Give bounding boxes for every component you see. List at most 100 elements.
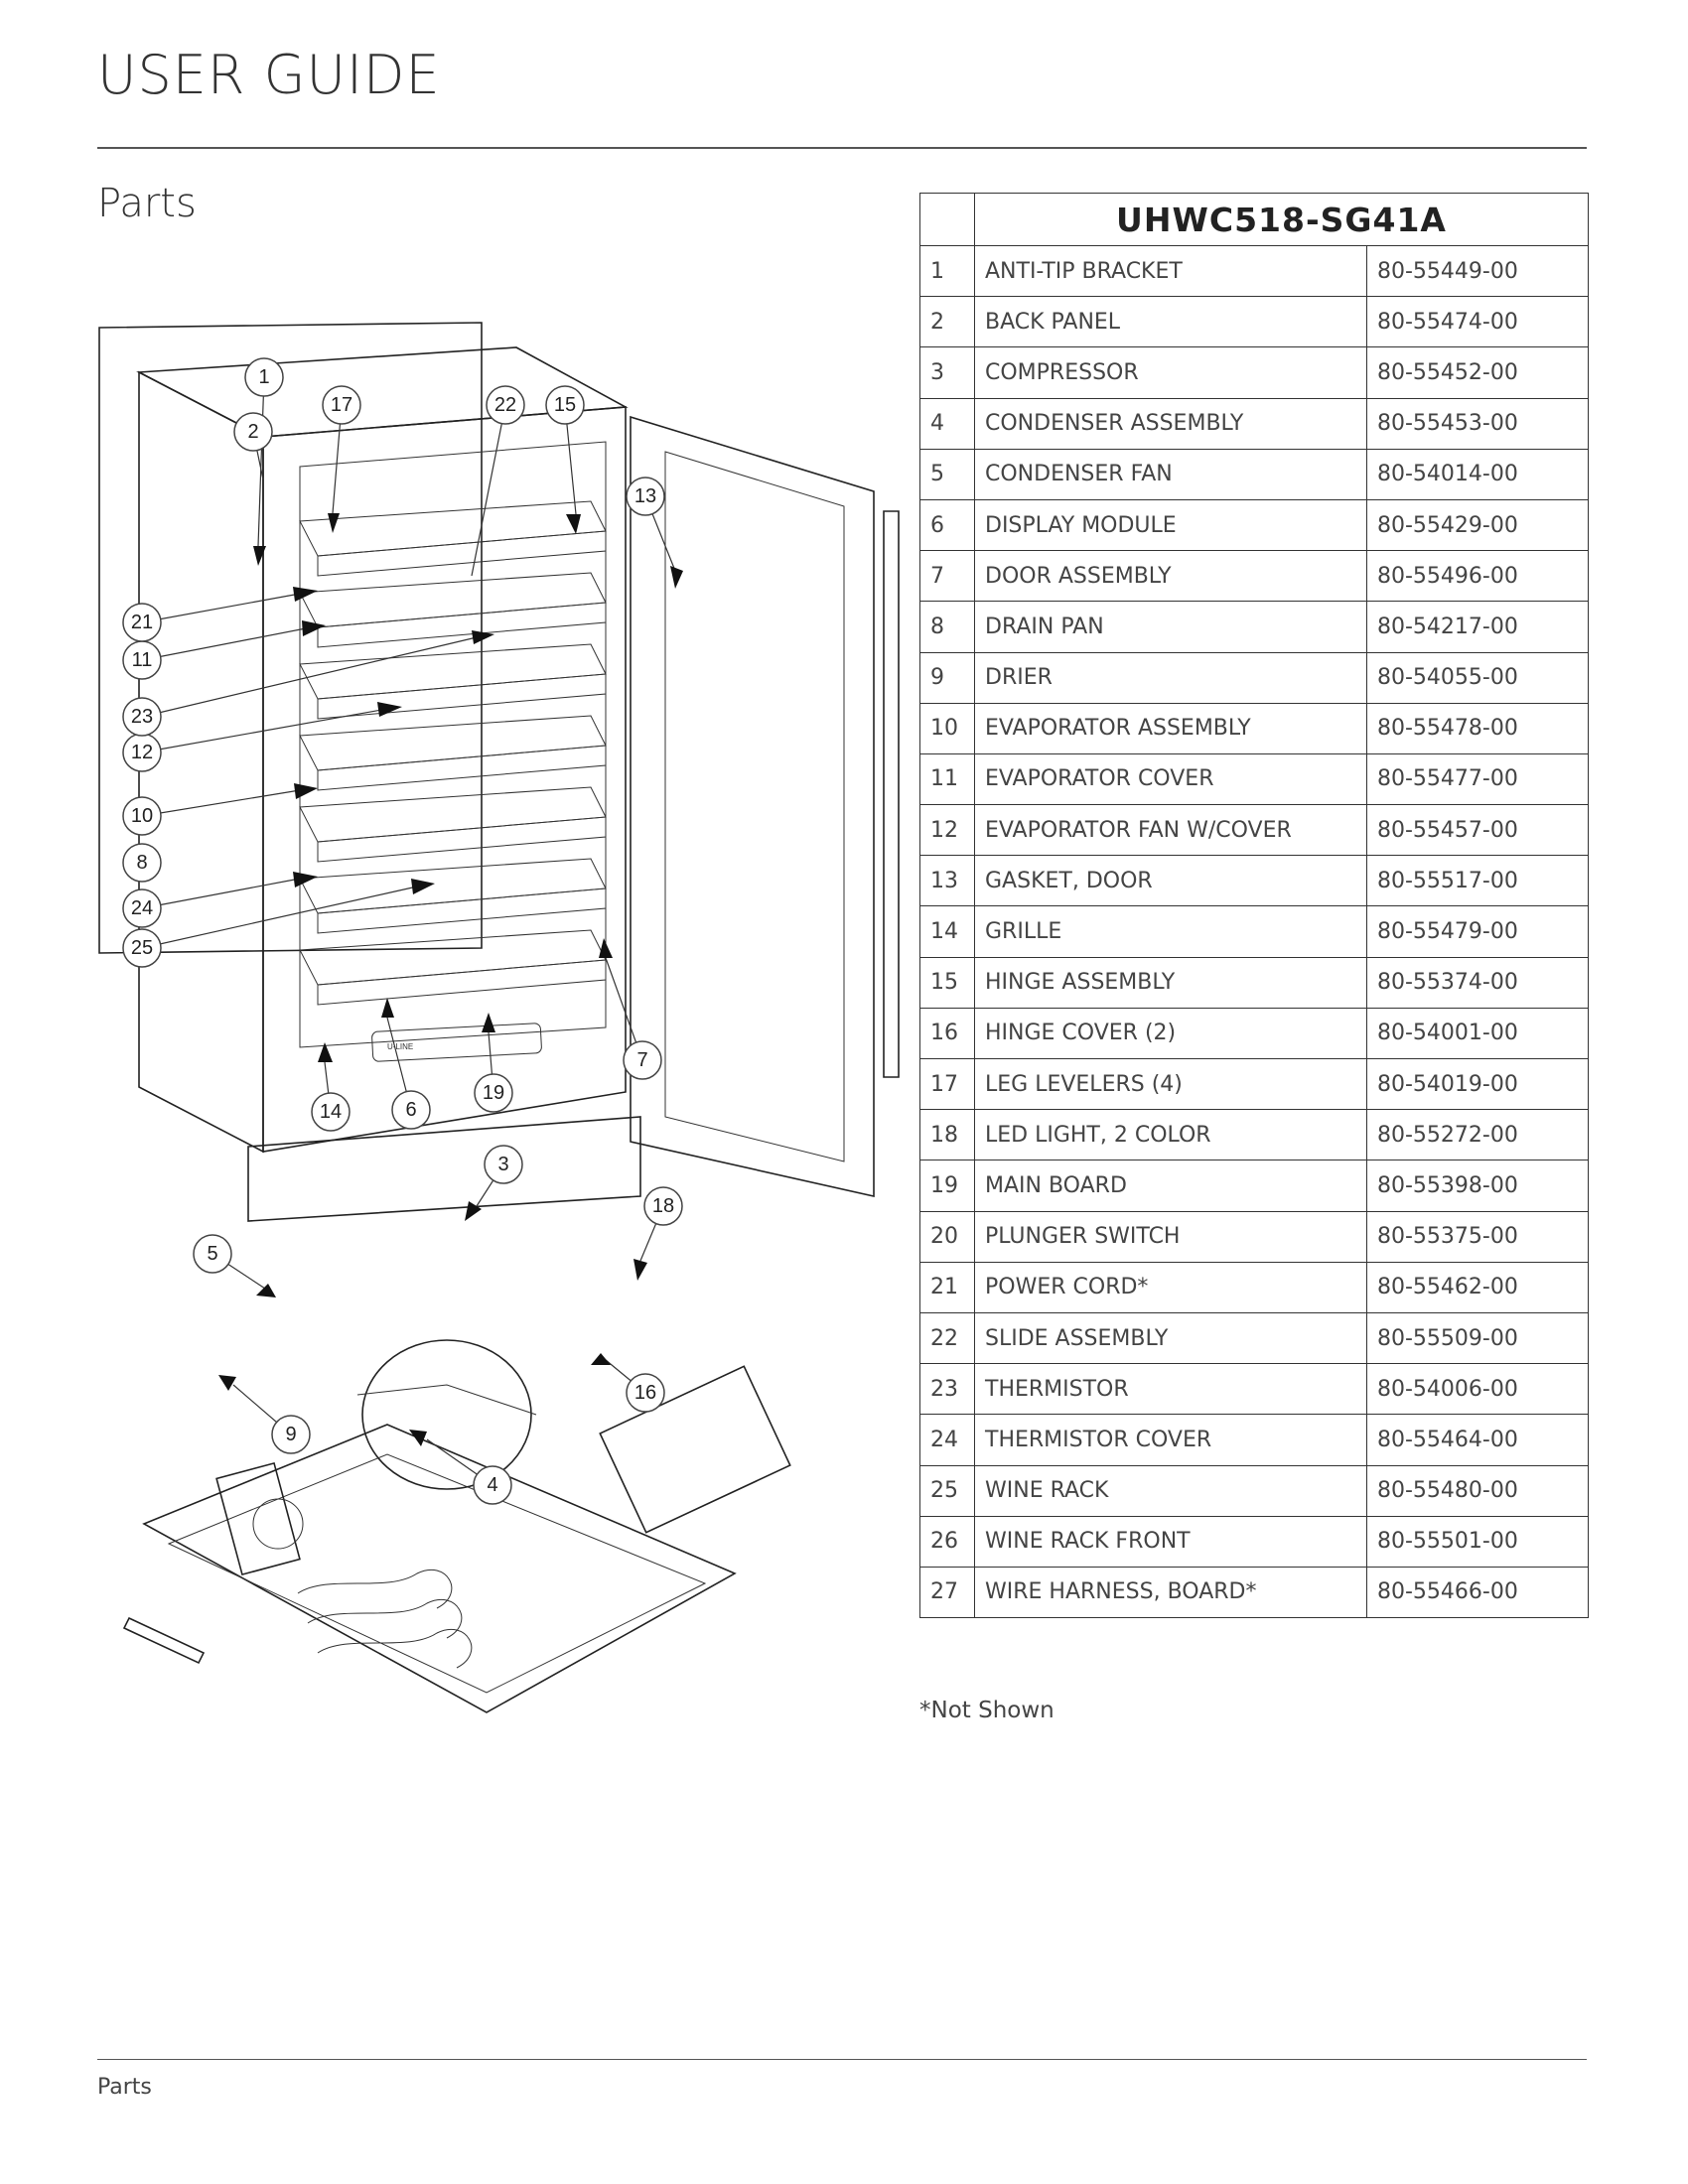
- callout-23: 23: [131, 706, 153, 728]
- section-title: Parts: [97, 181, 197, 226]
- part-number: 6: [919, 498, 975, 552]
- callout-12: 12: [131, 742, 153, 763]
- part-name: DRIER: [974, 651, 1367, 704]
- part-code: 80-55501-00: [1366, 1515, 1589, 1568]
- part-number: 21: [919, 1261, 975, 1313]
- part-number: 22: [919, 1311, 975, 1365]
- callout-6: 6: [405, 1099, 416, 1121]
- part-code: 80-55457-00: [1366, 804, 1589, 857]
- part-name: ANTI-TIP BRACKET: [974, 244, 1367, 298]
- part-code: 80-55509-00: [1366, 1311, 1589, 1365]
- part-number: 11: [919, 752, 975, 806]
- part-code: 80-55272-00: [1366, 1109, 1589, 1161]
- callout-25: 25: [131, 937, 153, 959]
- table-header-blank: [919, 193, 975, 246]
- callout-16: 16: [634, 1382, 656, 1404]
- part-name: LED LIGHT, 2 COLOR: [974, 1109, 1367, 1161]
- part-code: 80-55477-00: [1366, 752, 1589, 806]
- part-name: WINE RACK: [974, 1464, 1367, 1517]
- part-number: 18: [919, 1109, 975, 1161]
- footer-section-label: Parts: [97, 2075, 152, 2100]
- part-name: CONDENSER ASSEMBLY: [974, 397, 1367, 450]
- part-number: 27: [919, 1566, 975, 1619]
- callout-bubbles: 1 2 3 4 5 6 7 8 9 10 11 12 13 14 15 16 1…: [122, 357, 683, 1505]
- part-name: BACK PANEL: [974, 296, 1367, 348]
- part-number: 25: [919, 1464, 975, 1517]
- callout-3: 3: [497, 1154, 508, 1175]
- part-code: 80-55449-00: [1366, 244, 1589, 298]
- part-code: 80-55452-00: [1366, 346, 1589, 399]
- part-name: WINE RACK FRONT: [974, 1515, 1367, 1568]
- part-number: 5: [919, 448, 975, 500]
- part-number: 15: [919, 956, 975, 1009]
- callout-24: 24: [131, 897, 153, 919]
- part-name: POWER CORD*: [974, 1261, 1367, 1313]
- part-number: 7: [919, 550, 975, 603]
- part-code: 80-55478-00: [1366, 702, 1589, 754]
- callout-21: 21: [131, 612, 153, 633]
- leader-lines: [141, 376, 676, 1486]
- part-number: 12: [919, 804, 975, 857]
- part-number: 16: [919, 1007, 975, 1060]
- part-code: 80-55398-00: [1366, 1160, 1589, 1212]
- part-code: 80-55496-00: [1366, 550, 1589, 603]
- part-number: 24: [919, 1414, 975, 1466]
- page-header-title: USER GUIDE: [97, 44, 441, 106]
- part-code: 80-55462-00: [1366, 1261, 1589, 1313]
- part-name: CONDENSER FAN: [974, 448, 1367, 500]
- callout-18: 18: [652, 1195, 674, 1217]
- wine-racks: [299, 500, 607, 1006]
- part-name: GRILLE: [974, 905, 1367, 958]
- part-number: 2: [919, 296, 975, 348]
- callout-4: 4: [487, 1474, 497, 1496]
- part-number: 9: [919, 651, 975, 704]
- part-code: 80-55466-00: [1366, 1566, 1589, 1619]
- part-code: 80-55374-00: [1366, 956, 1589, 1009]
- part-number: 23: [919, 1363, 975, 1416]
- part-name: DISPLAY MODULE: [974, 498, 1367, 552]
- part-name: COMPRESSOR: [974, 346, 1367, 399]
- part-code: 80-54055-00: [1366, 651, 1589, 704]
- part-name: GASKET, DOOR: [974, 855, 1367, 907]
- part-code: 80-55479-00: [1366, 905, 1589, 958]
- part-name: EVAPORATOR COVER: [974, 752, 1367, 806]
- callout-15: 15: [554, 394, 576, 416]
- part-name: DOOR ASSEMBLY: [974, 550, 1367, 603]
- part-name: DRAIN PAN: [974, 601, 1367, 653]
- part-code: 80-55517-00: [1366, 855, 1589, 907]
- part-number: 26: [919, 1515, 975, 1568]
- part-number: 19: [919, 1160, 975, 1212]
- part-number: 8: [919, 601, 975, 653]
- part-number: 20: [919, 1210, 975, 1263]
- part-code: 80-55480-00: [1366, 1464, 1589, 1517]
- callout-22: 22: [494, 394, 516, 416]
- part-name: EVAPORATOR FAN W/COVER: [974, 804, 1367, 857]
- callout-13: 13: [634, 485, 656, 507]
- part-name: SLIDE ASSEMBLY: [974, 1311, 1367, 1365]
- callout-8: 8: [136, 852, 147, 874]
- model-number: UHWC518-SG41A: [974, 193, 1589, 246]
- callout-17: 17: [331, 394, 352, 416]
- part-code: 80-54001-00: [1366, 1007, 1589, 1060]
- part-number: 10: [919, 702, 975, 754]
